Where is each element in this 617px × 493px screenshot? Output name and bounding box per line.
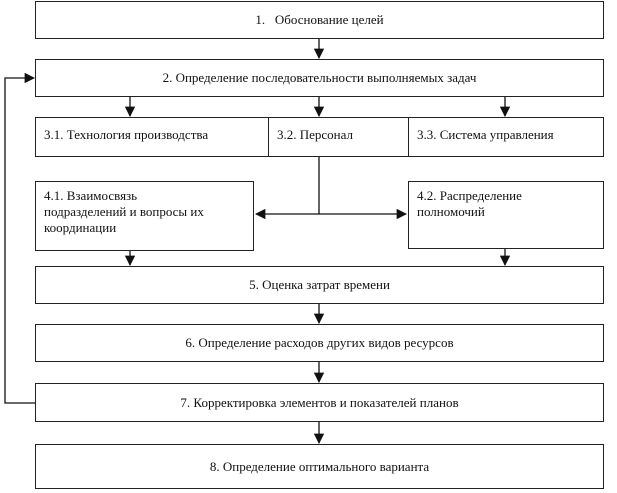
step-2-box: 2. Определение последовательности выполн… xyxy=(35,59,604,97)
step-5-label: 5. Оценка затрат времени xyxy=(249,277,390,292)
step-6-box: 6. Определение расходов других видов рес… xyxy=(35,324,604,362)
step-8-label: 8. Определение оптимального варианта xyxy=(209,458,430,474)
step-8-box: 8. Определение оптимального варианта xyxy=(35,444,604,489)
step-4-2-box: 4.2. Распределение полномочий xyxy=(408,181,604,249)
step-3-2-cell: 3.2. Персонал xyxy=(269,118,409,156)
step-1-box: 1. Обоснование целей xyxy=(35,1,604,39)
step-3-2-label: 3.2. Персонал xyxy=(277,127,354,142)
step-4-2-line-1: 4.2. Распределение xyxy=(417,188,522,203)
step-3-row: 3.1. Технология производства 3.2. Персон… xyxy=(35,117,604,157)
step-7-label: 7. Корректировка элементов и показателей… xyxy=(180,394,459,410)
step-4-1-line-2: подразделений и вопросы их xyxy=(44,204,204,219)
step-3-1-label: 3.1. Технология производства xyxy=(44,127,209,142)
feedback-arrow-7-to-2 xyxy=(4,72,36,404)
step-4-1-line-1: 4.1. Взаимосвязь xyxy=(44,188,138,203)
step-7-box: 7. Корректировка элементов и показателей… xyxy=(35,383,604,422)
step-4-2-line-2: полномочий xyxy=(417,204,485,219)
step-3-1-cell: 3.1. Технология производства xyxy=(36,118,269,156)
step-5-box: 5. Оценка затрат времени xyxy=(35,266,604,304)
step-6-label: 6. Определение расходов других видов рес… xyxy=(185,335,454,350)
step-4-1-box: 4.1. Взаимосвязь подразделений и вопросы… xyxy=(35,181,254,251)
step-2-label: 2. Определение последовательности выполн… xyxy=(162,70,477,85)
step-3-3-label: 3.3. Система управления xyxy=(417,127,554,142)
step-3-3-cell: 3.3. Система управления xyxy=(409,118,603,156)
step-4-1-line-3: координации xyxy=(44,220,117,235)
step-1-label: 1. Обоснование целей xyxy=(255,12,384,27)
